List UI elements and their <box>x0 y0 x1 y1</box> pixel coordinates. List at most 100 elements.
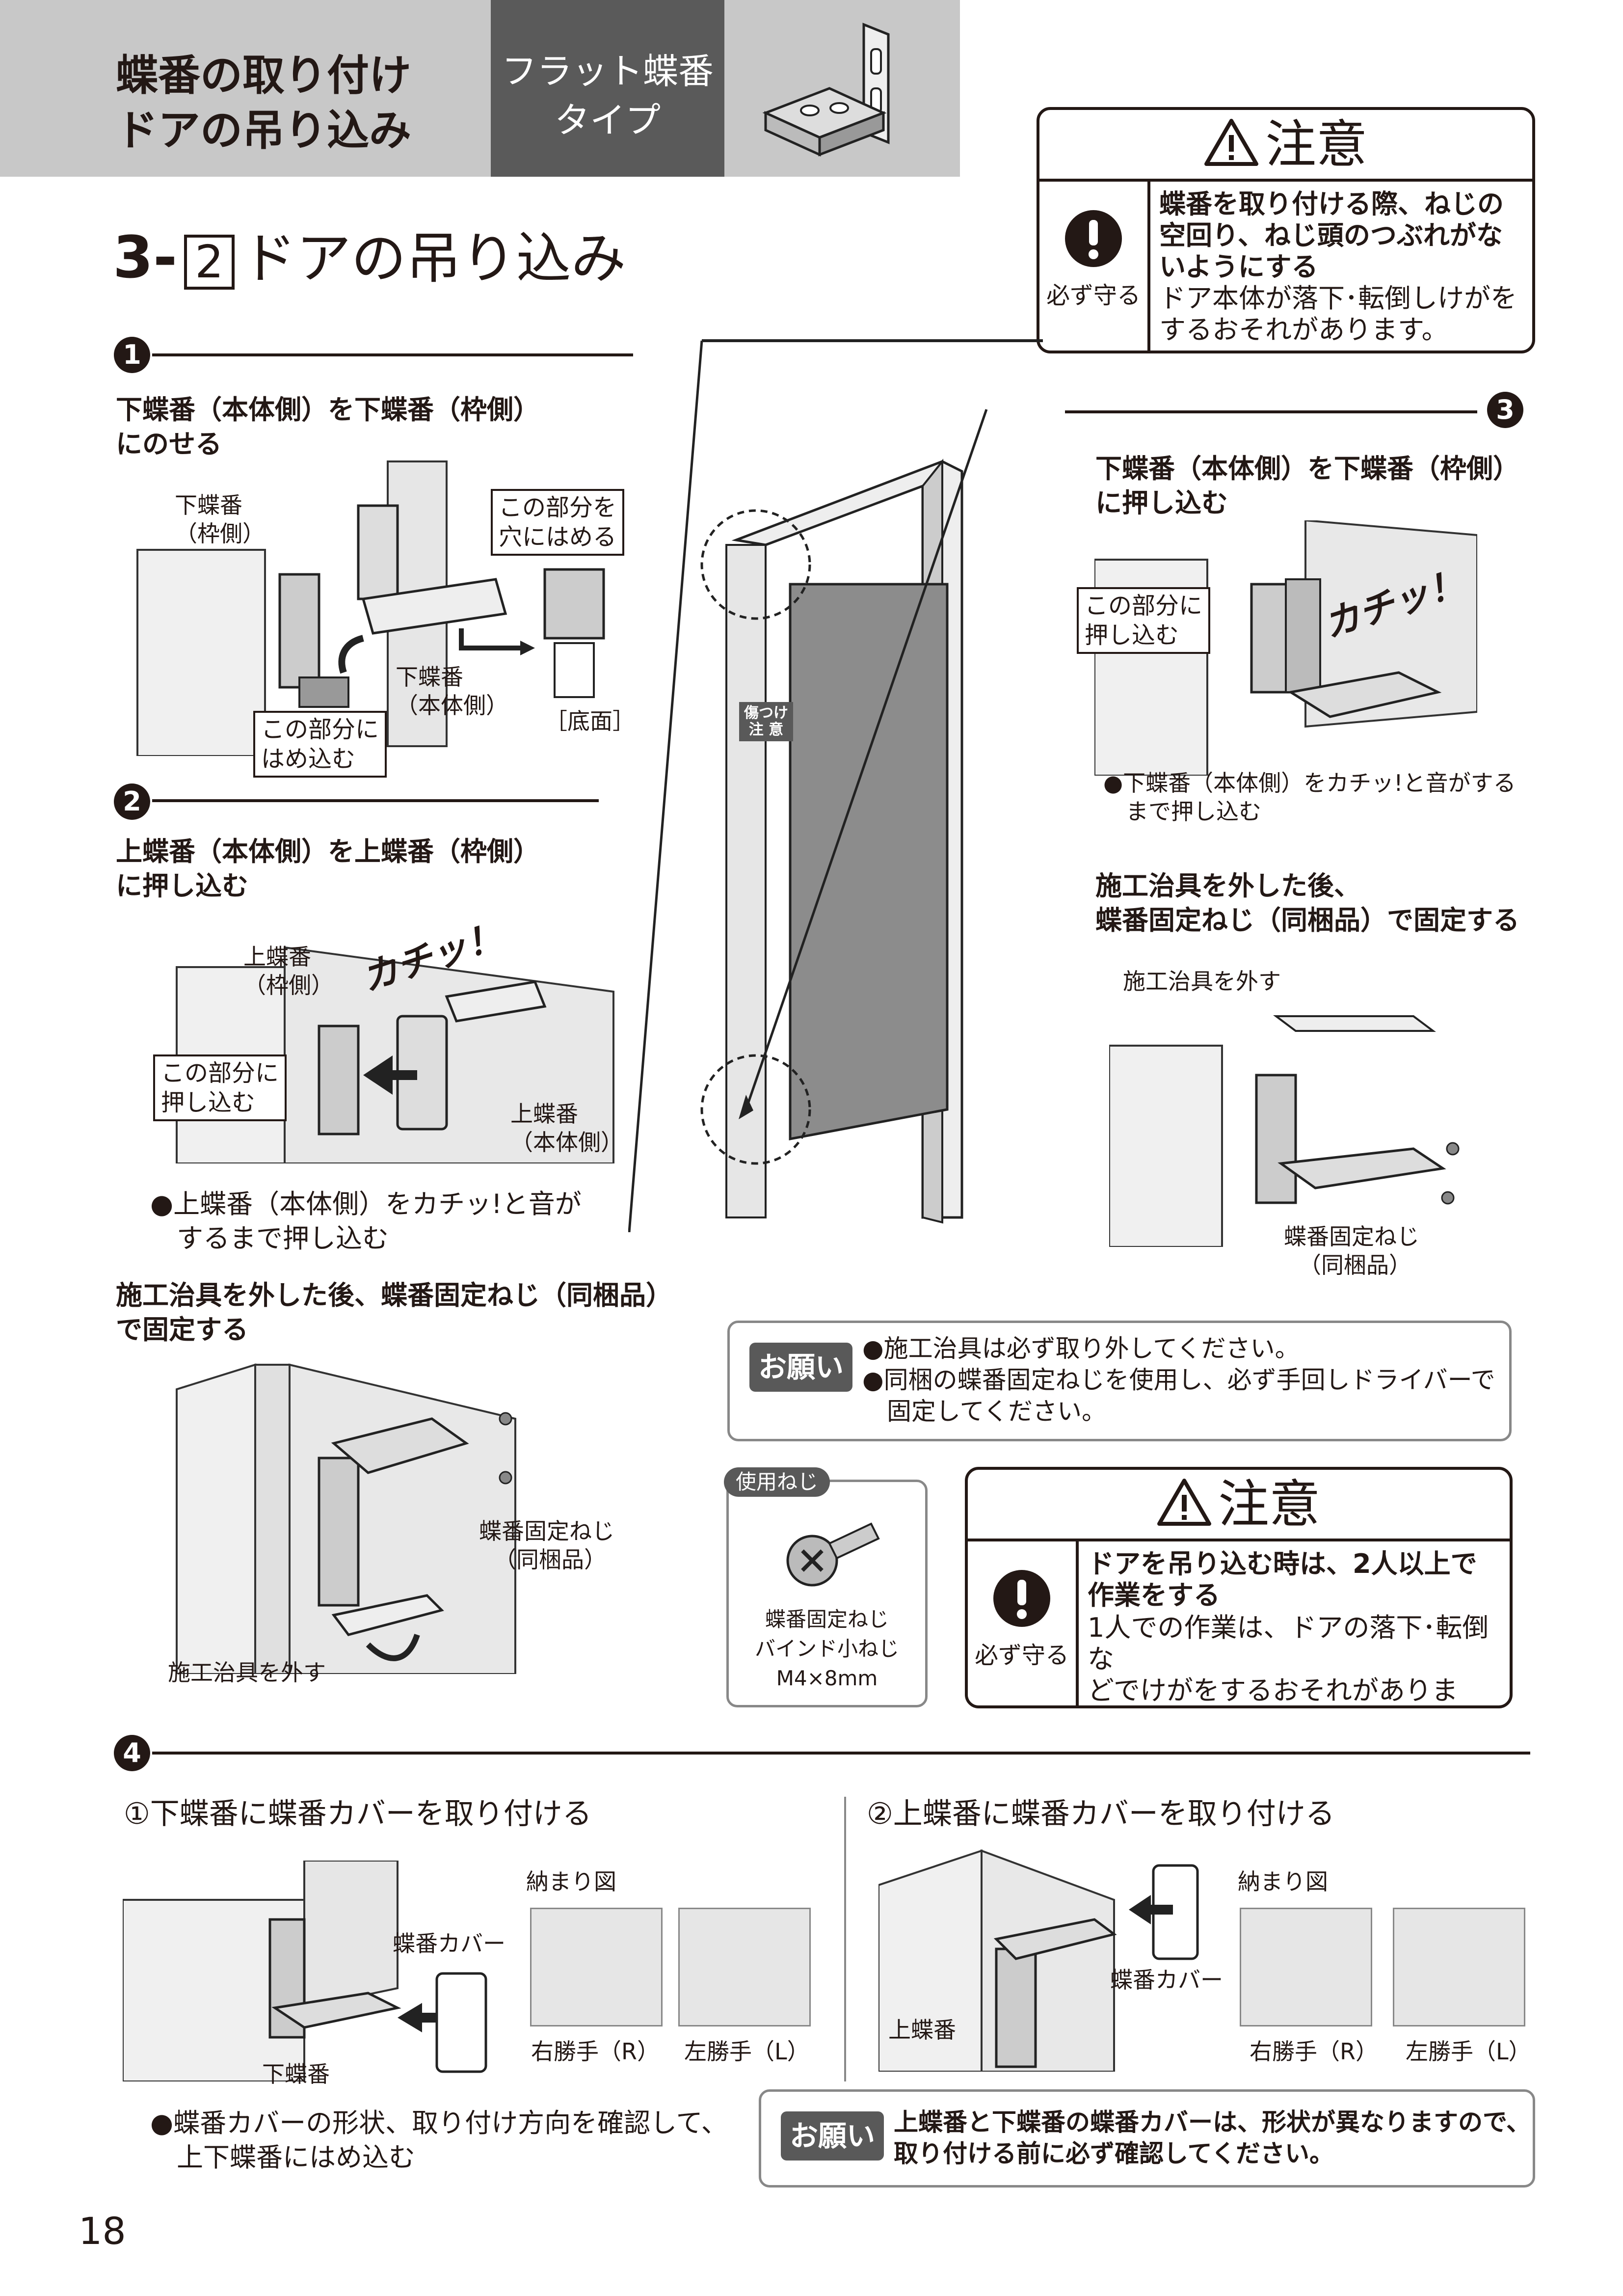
instr-line: 蝶番固定ねじ（同梱品）で固定する <box>1095 903 1519 938</box>
screw-spec-text: 蝶番固定ねじ バインド小ねじ M4×8mm <box>729 1605 925 1693</box>
request-line: 上蝶番と下蝶番の蝶番カバーは、形状が異なりますので、 <box>894 2107 1531 2138</box>
warning-triangle-icon <box>1157 1478 1211 1527</box>
step-2-rule <box>152 799 599 802</box>
label-line: 下蝶番 <box>396 663 508 691</box>
instr-line: 施工治具を外した後、 <box>1095 869 1519 903</box>
warn-line: 傷つけ <box>744 705 788 722</box>
caution-line: するおそれがあります。 <box>1159 314 1522 346</box>
step-2-note: ●上蝶番（本体側）をカチッ!と音が するまで押し込む <box>150 1187 582 1256</box>
caution-heading-text: 注意 <box>1218 1474 1320 1534</box>
label-fit-here: この部分に はめ込む <box>253 711 387 778</box>
page-number: 18 <box>79 2209 126 2253</box>
label-left-hand-1: 左勝手（L） <box>684 2037 810 2066</box>
fit-figure-right-lower <box>530 1908 663 2026</box>
flat-hinge-illustration <box>756 15 913 162</box>
screw-spec-line: バインド小ねじ <box>729 1634 925 1664</box>
caution-line: いようにする <box>1159 251 1522 283</box>
fit-figure-left-lower <box>678 1908 811 2026</box>
step-1-rule <box>152 353 633 356</box>
request-tag-2: お願い <box>781 2111 884 2161</box>
label-left-hand-2: 左勝手（L） <box>1406 2037 1531 2066</box>
caution-line: 空回り、ねじ頭のつぶれがな <box>1159 220 1522 251</box>
label-line: 蝶番固定ねじ <box>479 1517 614 1545</box>
screw-spec-line: M4×8mm <box>729 1664 925 1693</box>
step-4-note: ●蝶番カバーの形状、取り付け方向を確認して、 上下蝶番にはめ込む <box>150 2106 728 2175</box>
label-fit-hole: この部分を 穴にはめる <box>491 489 624 556</box>
label-line: 下蝶番 <box>175 491 265 519</box>
must-cell: 必ず守る <box>1039 182 1150 351</box>
section-subnumber: 2 <box>184 235 235 290</box>
label-line: 押し込む <box>161 1088 279 1117</box>
label-remove-jig-3: 施工治具を外す <box>1123 967 1281 996</box>
page-title: 蝶番の取り付け ドアの吊り込み <box>116 48 411 158</box>
request-box-1: お願い ●施工治具は必ず取り外してください。 ●同梱の蝶番固定ねじを使用し、必ず… <box>727 1321 1512 1441</box>
label-hinge-cover-lower: 蝶番カバー <box>393 1929 506 1958</box>
instr-line: 下蝶番（本体側）を下蝶番（枠側） <box>1095 452 1519 486</box>
caution-line: ドア本体が落下･転倒しけがを <box>1159 283 1522 314</box>
instr-line: に押し込む <box>116 869 540 903</box>
fit-figure-left-upper <box>1393 1908 1525 2026</box>
label-line: （同梱品） <box>479 1545 614 1574</box>
caution-box-top: 注意 必ず守る 蝶番を取り付ける際、ねじの 空回り、ねじ頭のつぶれがな いように… <box>1037 107 1535 353</box>
label-line: 押し込む <box>1085 621 1202 650</box>
request-line: 固定してください。 <box>862 1396 1495 1427</box>
request-box-2: お願い 上蝶番と下蝶番の蝶番カバーは、形状が異なりますので、 取り付ける前に必ず… <box>759 2089 1535 2188</box>
step-3-instruction: 下蝶番（本体側）を下蝶番（枠側） に押し込む <box>1095 452 1519 520</box>
fit-figure-right-upper <box>1240 1908 1372 2026</box>
label-right-hand-2: 右勝手（R） <box>1250 2037 1378 2066</box>
label-line: はめ込む <box>261 744 379 774</box>
label-line: 上蝶番 <box>243 943 334 971</box>
warn-scratch-badge: 傷つけ 注 意 <box>739 702 793 741</box>
label-fit-figure-1: 納まり図 <box>526 1867 616 1896</box>
request-text: ●施工治具は必ず取り外してください。 ●同梱の蝶番固定ねじを使用し、必ず手回しド… <box>862 1333 1495 1427</box>
instr-line: で固定する <box>116 1313 672 1347</box>
must-cell: 必ず守る <box>968 1541 1079 1705</box>
label-upper-hinge: 上蝶番 <box>888 2016 956 2044</box>
caution-normal-text: 1人での作業は、ドアの落下･転倒な どでけがをするおそれがあります。 <box>1088 1612 1500 1708</box>
label-remove-jig: 施工治具を外す <box>168 1658 326 1687</box>
label-lower-hinge: 下蝶番 <box>262 2060 330 2088</box>
label-hinge-cover-upper: 蝶番カバー <box>1110 1966 1223 1994</box>
step-3-fix-instruction: 施工治具を外した後、 蝶番固定ねじ（同梱品）で固定する <box>1095 869 1519 938</box>
label-line: 上蝶番 <box>510 1100 623 1128</box>
caution-heading: 注意 <box>1039 110 1532 182</box>
screw-spec-box: 使用ねじ 蝶番固定ねじ バインド小ねじ M4×8mm <box>726 1480 928 1707</box>
caution-line: ドアを吊り込む時は、2人以上で <box>1088 1548 1500 1580</box>
instr-line: 上蝶番（本体側）を上蝶番（枠側） <box>116 835 540 869</box>
instr-line: 下蝶番（本体側）を下蝶番（枠側） <box>116 393 540 427</box>
hinge-type-label: フラット蝶番 タイプ <box>491 47 724 145</box>
label-line: （枠側） <box>175 519 265 548</box>
label-line: この部分を <box>499 493 616 522</box>
label-line: （本体側） <box>510 1128 623 1157</box>
request-text-2: 上蝶番と下蝶番の蝶番カバーは、形状が異なりますので、 取り付ける前に必ず確認して… <box>894 2107 1531 2169</box>
label-fixing-screw: 蝶番固定ねじ （同梱品） <box>479 1517 614 1574</box>
door-illustration <box>628 339 1109 1232</box>
warning-triangle-icon <box>1204 118 1258 167</box>
step-3-fix-illustration <box>1109 1001 1472 1247</box>
label-right-hand-1: 右勝手（R） <box>531 2037 660 2066</box>
caution-bold-text: 蝶番を取り付ける際、ねじの 空回り、ねじ頭のつぶれがな いようにする <box>1159 189 1522 283</box>
caution-normal-text: ドア本体が落下･転倒しけがを するおそれがあります。 <box>1159 283 1522 346</box>
label-push-here: この部分に 押し込む <box>153 1054 287 1121</box>
screw-spec-line: 蝶番固定ねじ <box>729 1605 925 1634</box>
label-line: （枠側） <box>243 971 334 999</box>
hinge-type-line2: タイプ <box>491 96 724 145</box>
step-2-fix-instruction: 施工治具を外した後、蝶番固定ねじ（同梱品） で固定する <box>116 1278 672 1347</box>
request-line: 取り付ける前に必ず確認してください。 <box>894 2138 1531 2169</box>
label-line: この部分に <box>261 715 379 744</box>
label-upper-hinge-frame: 上蝶番 （枠側） <box>243 943 334 999</box>
step-4-divider <box>844 1797 846 2081</box>
step-4-rule <box>152 1752 1530 1755</box>
hinge-type-line1: フラット蝶番 <box>491 47 724 96</box>
section-number: 3- <box>113 223 177 291</box>
note-line: まで押し込む <box>1103 797 1516 826</box>
caution-heading-text: 注意 <box>1265 114 1367 174</box>
page-title-line2: ドアの吊り込み <box>116 103 411 158</box>
step-1-instruction: 下蝶番（本体側）を下蝶番（枠側） にのせる <box>116 393 540 461</box>
must-label: 必ず守る <box>1039 276 1147 310</box>
note-line: するまで押し込む <box>150 1221 582 1256</box>
label-fit-figure-2: 納まり図 <box>1238 1867 1328 1896</box>
label-line: （本体側） <box>396 691 508 720</box>
caution-bold-text: ドアを吊り込む時は、2人以上で 作業をする <box>1088 1548 1500 1611</box>
caution-line: 蝶番を取り付ける際、ねじの <box>1159 189 1522 220</box>
